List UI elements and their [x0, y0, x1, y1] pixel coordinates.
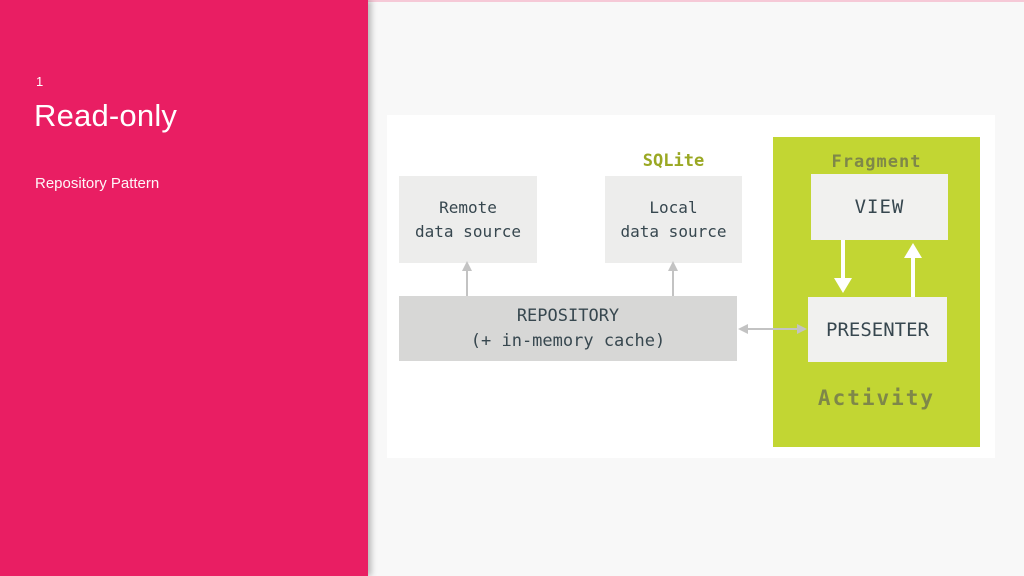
sqlite-label: SQLite	[642, 151, 705, 171]
activity-label: Activity	[817, 386, 936, 410]
remote-data-source-line1: Remote	[439, 197, 497, 217]
repository-line1: REPOSITORY	[516, 305, 620, 326]
fragment-label: Fragment	[831, 152, 922, 172]
top-accent-line	[0, 0, 1024, 2]
presenter-label: PRESENTER	[826, 318, 929, 341]
local-data-source-line1: Local	[649, 197, 698, 217]
slide-page-number: 1	[36, 74, 44, 89]
arrow-repository-to-local-icon	[668, 261, 678, 296]
presenter-box: PRESENTER	[808, 297, 947, 362]
repository-pattern-diagram: SQLite Remote data source Local data sou…	[387, 115, 995, 458]
view-label: VIEW	[854, 196, 905, 218]
local-data-source-line2: data source	[620, 221, 727, 241]
slide-sidebar: 1 Read-only Repository Pattern	[0, 0, 368, 576]
remote-data-source-box: Remote data source	[399, 176, 537, 263]
slide-title: Read-only	[34, 98, 178, 133]
remote-data-source-line2: data source	[415, 221, 521, 241]
slide-subtitle: Repository Pattern	[35, 175, 160, 192]
repository-box: REPOSITORY (+ in-memory cache)	[399, 296, 737, 361]
arrow-repository-to-remote-icon	[462, 261, 472, 296]
local-data-source-box: Local data source	[605, 176, 742, 263]
view-box: VIEW	[811, 174, 948, 240]
repository-line2: (+ in-memory cache)	[470, 330, 666, 351]
